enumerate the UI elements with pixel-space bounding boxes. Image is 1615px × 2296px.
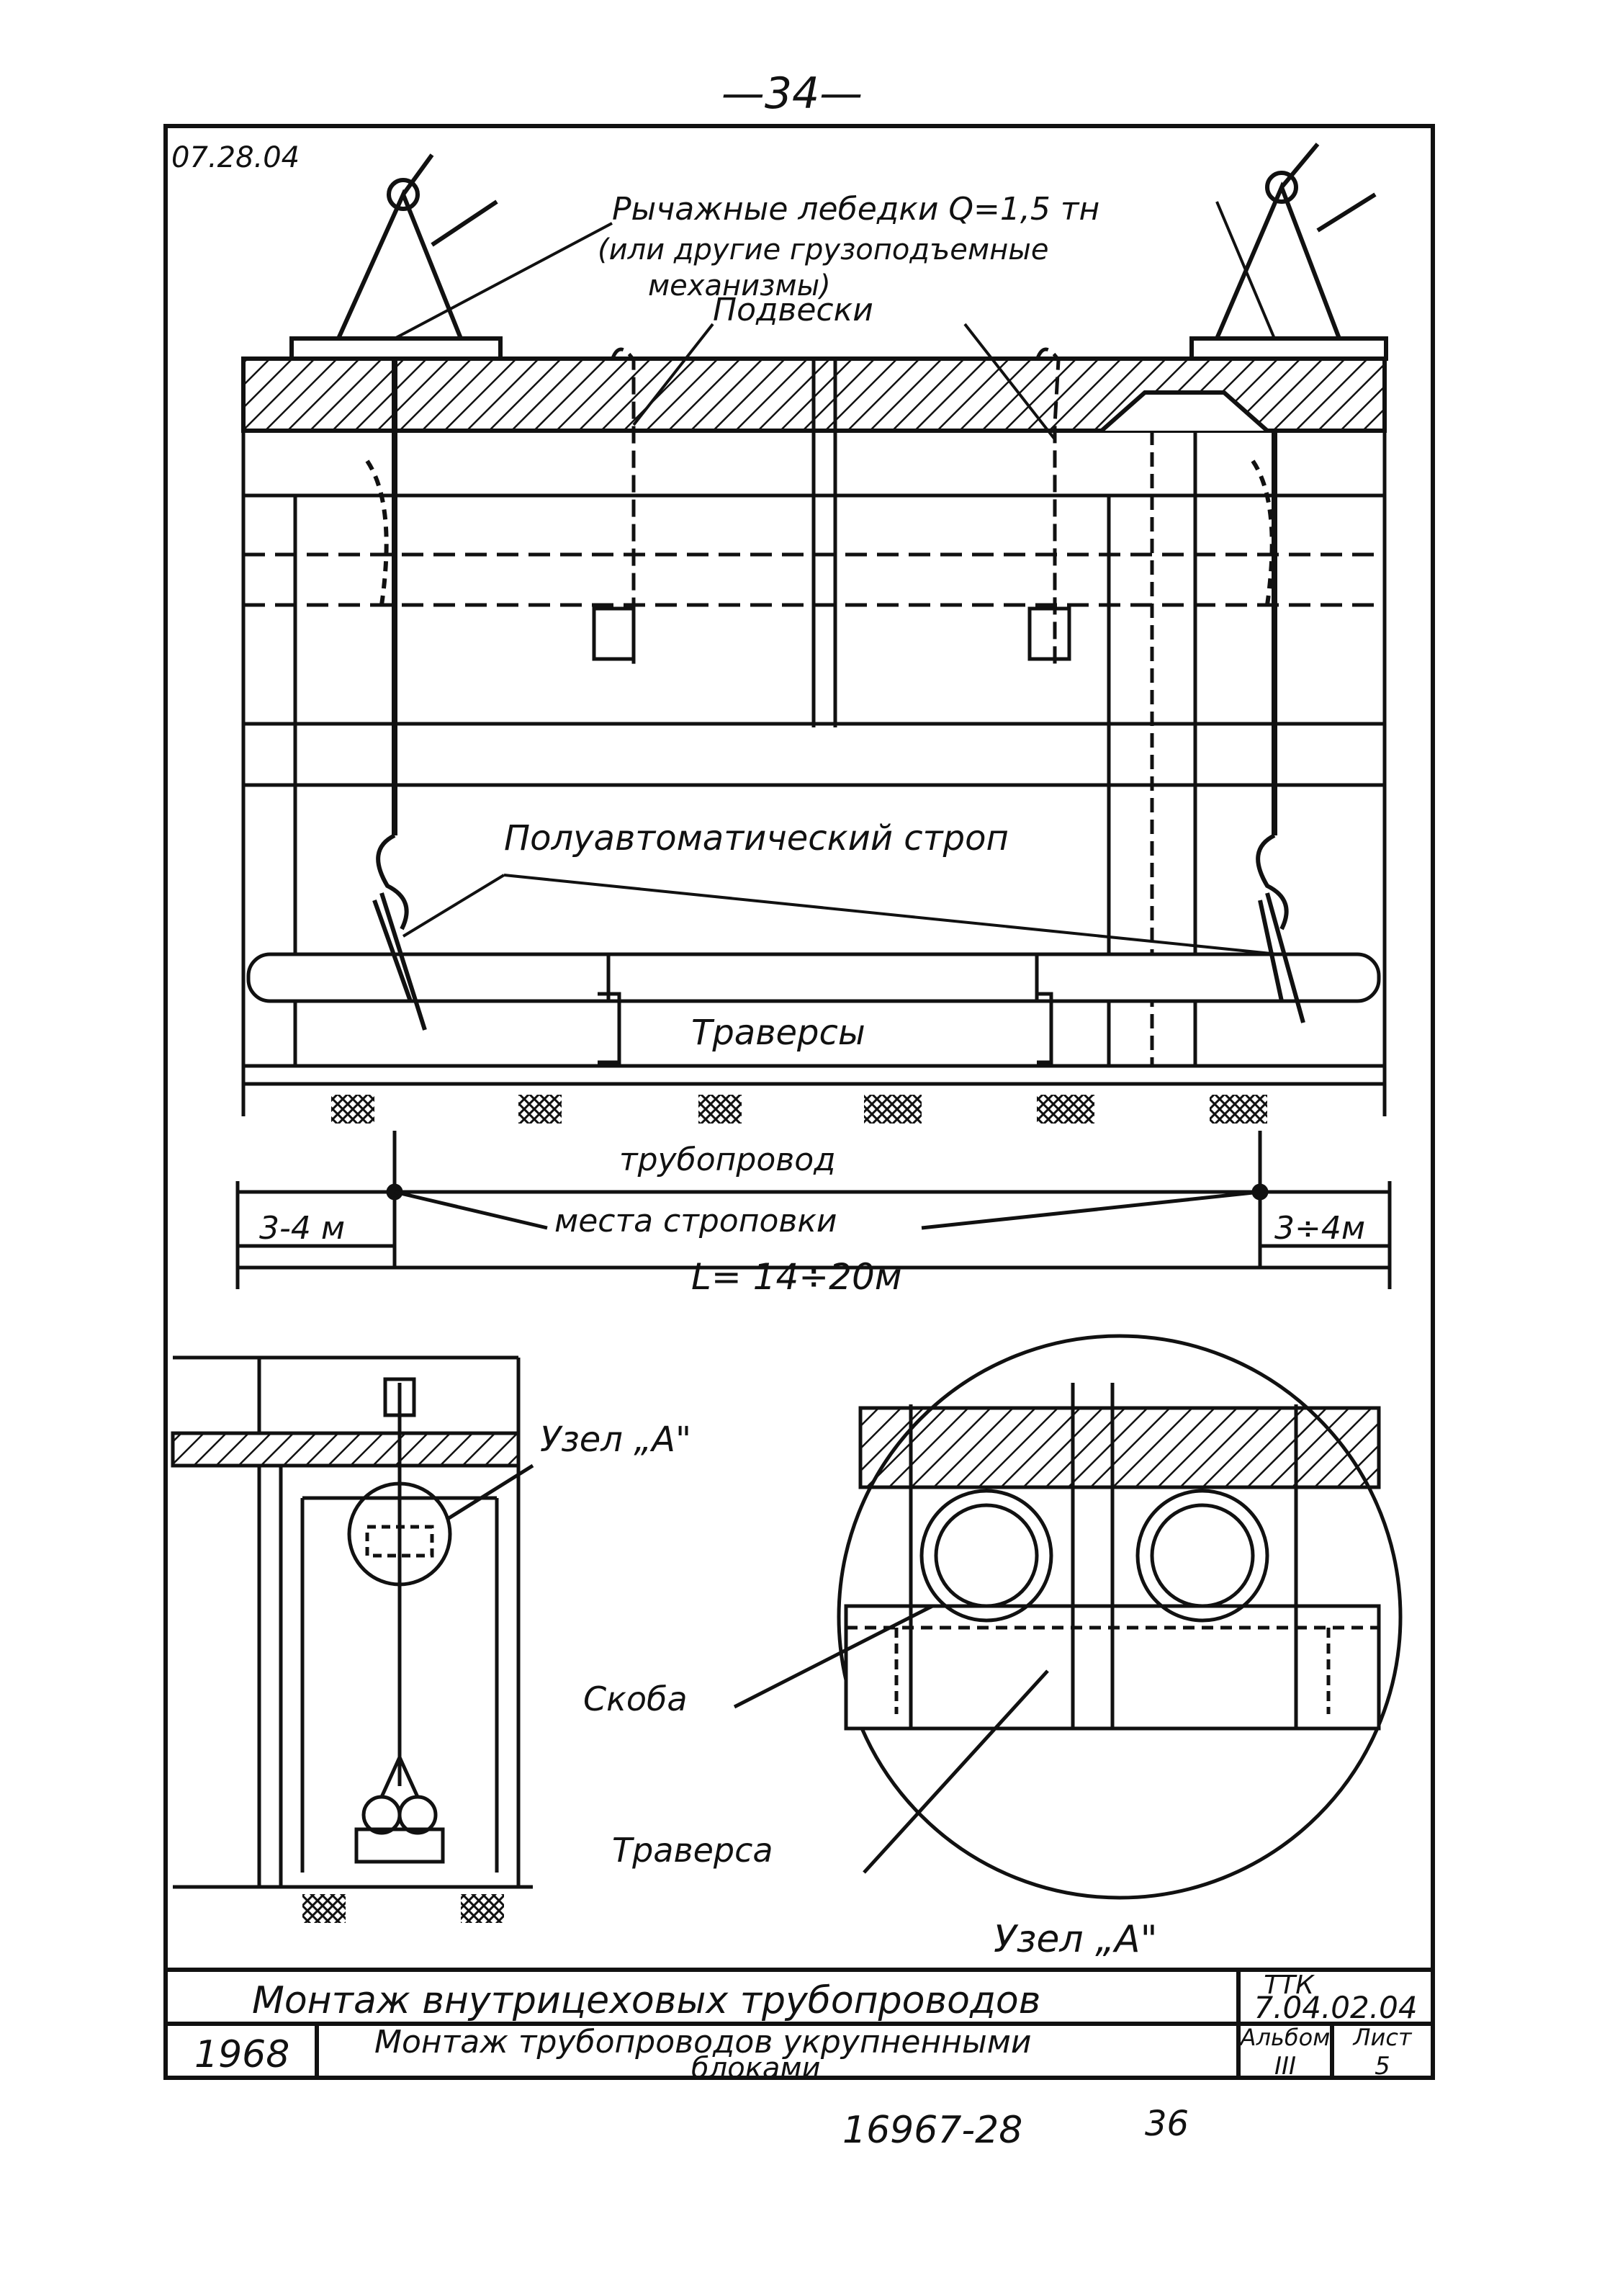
ground-symbol-section-1 (302, 1894, 346, 1923)
dim-left: 3-4 м (259, 1210, 345, 1247)
node-a-small-label: Узел „А" (540, 1420, 691, 1460)
traverse-label: Траверса (612, 1831, 773, 1870)
winches-label: Рычажные лебедки Q=1,5 тн (612, 191, 1099, 228)
sling-label: Полуавтоматический строп (504, 818, 1009, 858)
footer-inventory: 16967-28 (842, 2109, 1022, 2152)
section-view (171, 1355, 534, 1889)
dim-total: L= 14÷20м (691, 1256, 902, 1298)
node-a-big-label: Узел „А" (994, 1918, 1158, 1961)
year: 1968 (194, 2033, 289, 2076)
doc-code: 07.28.04 (171, 141, 300, 174)
subtitle-1: Монтаж трубопроводов укрупненными (374, 2024, 1032, 2060)
ttk-code: 7.04.02.04 (1254, 1990, 1417, 2025)
lever-winch-left (289, 153, 503, 1031)
sheet-value: 5 (1375, 2052, 1390, 2081)
leader-lines-top (394, 201, 1279, 956)
node-a-detail (733, 1334, 1403, 1900)
ground-symbol-section-2 (461, 1894, 504, 1923)
ground-symbols (331, 1095, 1267, 1124)
hanger-right (1027, 347, 1071, 670)
pipeline-label: трубопровод (619, 1142, 836, 1178)
floor-slab (241, 356, 1387, 727)
footer-page: 36 (1145, 2104, 1189, 2144)
pipe-block (246, 952, 1381, 1064)
album-value: III (1274, 2052, 1296, 2081)
winches-label-3: механизмы) (648, 269, 831, 302)
hangers-label: Подвески (713, 292, 873, 328)
traverses-label: Траверсы (691, 1013, 865, 1053)
slinging-points-label: места строповки (554, 1203, 837, 1239)
dim-right: 3÷4м (1274, 1210, 1365, 1247)
subtitle-2: блоками (691, 2052, 821, 2085)
title: Монтаж внутрицеховых трубопроводов (252, 1979, 1040, 2022)
hanger-left (592, 347, 636, 670)
lever-winch-right (1189, 143, 1388, 1023)
winches-label-2: (или другие грузоподъемные (598, 233, 1048, 266)
album-label: Альбом (1239, 2024, 1331, 2051)
pipeline-dimension (235, 1131, 1392, 1289)
ttk-label: ТТК (1264, 1970, 1315, 2000)
title-block (166, 1968, 1433, 2078)
page-number: —34— (721, 68, 863, 119)
bracket-label: Скоба (583, 1680, 688, 1718)
sheet-frame (163, 124, 1435, 2080)
sheet-label: Лист (1352, 2024, 1412, 2051)
